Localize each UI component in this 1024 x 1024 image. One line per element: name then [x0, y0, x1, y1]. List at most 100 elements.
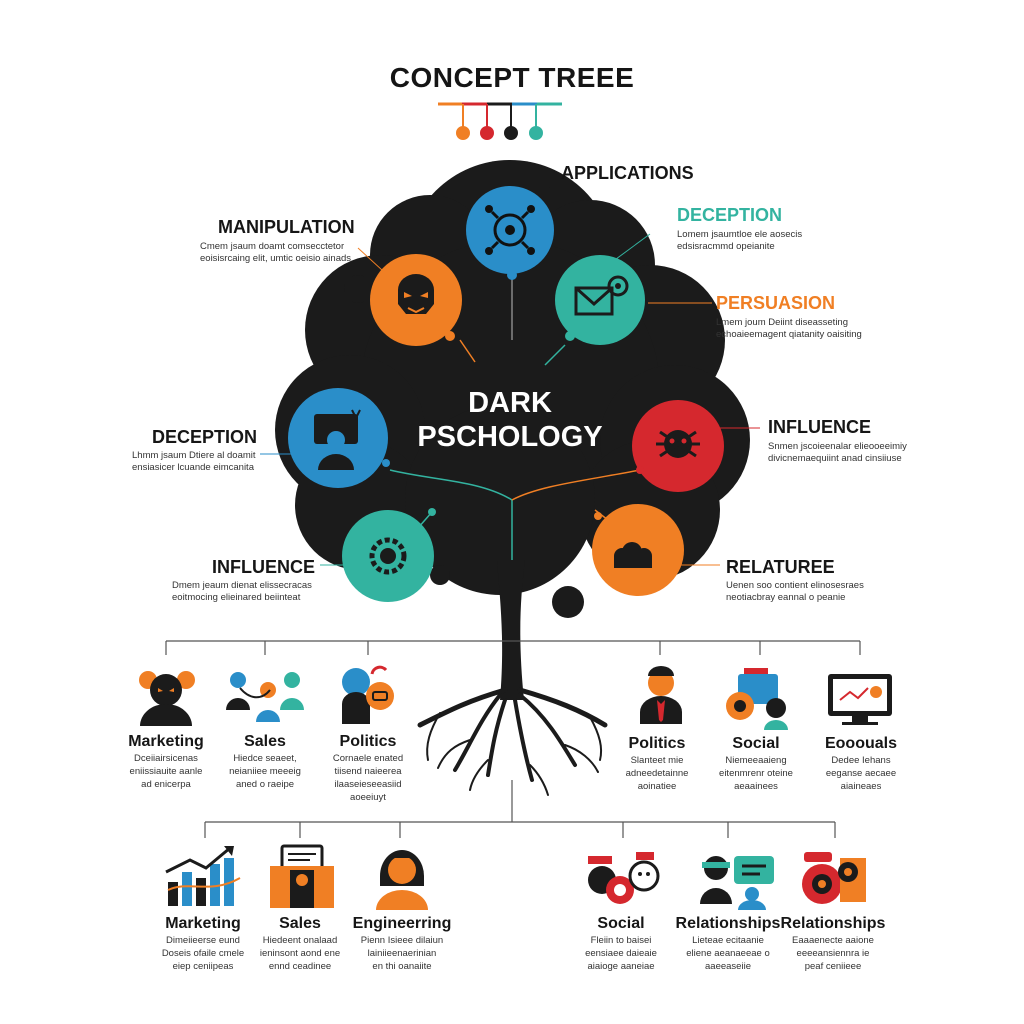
row1-connectors: [165, 640, 861, 655]
category-politics-1[interactable]: Politics Cornaele enated tiisend naieere…: [303, 733, 433, 803]
desc-deception-left-1: Lhmm jsaum Dtiere al doamit: [132, 450, 256, 461]
category-desc: aeaainees: [734, 781, 778, 792]
category-desc: eeganse aecaee: [825, 768, 897, 779]
social-icon: [726, 668, 788, 730]
desc-influence-right-1: Snmen jscoieenalar elieooeeimiy: [768, 441, 907, 452]
sales-document-icon: [270, 844, 334, 908]
label-deception-left: DECEPTION: [152, 427, 258, 447]
desc-manipulation-2: eoisisrcaing elit, umtic oeisio ainads: [200, 253, 352, 264]
desc-relaturee-2: neotiacbray eannal o peanie: [726, 592, 846, 603]
category-desc: eeeeansiennra ie: [796, 948, 870, 959]
politician-icon: [640, 666, 682, 724]
category-relationships-2[interactable]: Relationships Eaaaenecte aaione eeeeansi…: [768, 915, 898, 972]
node-relaturee[interactable]: [592, 504, 684, 596]
category-desc: adneedetainne: [625, 768, 689, 779]
category-desc: Lieteae ecitaanie: [692, 935, 764, 946]
category-relationships-1[interactable]: Relationships Lieteae ecitaanie eliene a…: [663, 915, 793, 972]
category-politics-2[interactable]: Politics Slanteet mie adneedetainne aoin…: [592, 735, 722, 792]
category-marketing-1[interactable]: Marketing Dceiiairsicenas eniissiauite a…: [101, 733, 231, 790]
category-name: Sales: [279, 915, 321, 932]
tree-trunk: [417, 560, 608, 796]
marketing-icon: [139, 671, 195, 726]
category-name: Marketing: [165, 915, 241, 932]
category-desc: Eaaaenecte aaione: [792, 935, 874, 946]
category-desc: peaf ceniieee: [804, 961, 862, 972]
category-desc: Fleiin to baisei: [590, 935, 652, 946]
category-eooouals[interactable]: Eooouals Dedee Iehans eeganse aecaee aia…: [796, 735, 926, 792]
category-name: Sales: [244, 733, 286, 750]
label-persuasion: PERSUASION: [716, 293, 836, 313]
node-influence-right[interactable]: [632, 400, 724, 492]
title-accent: [438, 102, 562, 140]
category-desc: ad enicerpa: [141, 779, 191, 790]
desc-influence-left-1: Dmem jeaum dienat elissecracas: [172, 580, 312, 591]
category-name: Social: [597, 915, 645, 932]
category-desc: aoinatiee: [637, 781, 677, 792]
row2-connectors: [204, 780, 836, 838]
category-desc: neianiiee meeeig: [229, 766, 301, 777]
relationships-target-icon: [802, 852, 866, 904]
category-desc: Doseis ofaile cmele: [161, 948, 245, 959]
engineer-avatar-icon: [376, 850, 428, 910]
desc-influence-right-2: divicnemaequiint anad cinsiiuse: [768, 453, 902, 464]
category-name: Eooouals: [824, 735, 897, 752]
category-name: Engineerring: [352, 915, 452, 932]
label-influence-left: INFLUENCE: [212, 557, 315, 577]
category-desc: aiaineaes: [840, 781, 882, 792]
node-deception-left[interactable]: [288, 388, 390, 488]
category-name: Politics: [339, 733, 397, 750]
politics-icon: [342, 665, 394, 724]
category-desc: ieninsont aond ene: [259, 948, 341, 959]
category-desc: aiaioge aaneiae: [587, 961, 655, 972]
category-social-1[interactable]: Social Niemeeaaieng eitenmrenr oteine ae…: [691, 735, 821, 792]
category-name: Relationships: [780, 915, 886, 932]
label-relaturee: RELATUREE: [726, 557, 835, 577]
category-desc: Hiedeent onalaad: [262, 935, 338, 946]
label-deception-top: DECEPTION: [677, 205, 783, 225]
category-marketing-2[interactable]: Marketing Dimeiieerse eund Doseis ofaile…: [138, 915, 268, 972]
monitor-icon: [828, 674, 892, 725]
category-desc: ennd ceadinee: [268, 961, 332, 972]
category-sales-2[interactable]: Sales Hiedeent onalaad ieninsont aond en…: [235, 915, 365, 972]
category-desc: Dceiiairsicenas: [134, 753, 198, 764]
category-desc: Pienn Isieee dilaiun: [360, 935, 444, 946]
category-desc: aoeeiuyt: [350, 792, 386, 803]
desc-influence-left-2: eoitmocing elieinared beiinteat: [172, 592, 301, 603]
center-title-line1: DARK: [468, 387, 552, 419]
desc-persuasion-1: Lmem joum Deiint diseasseting: [716, 317, 849, 328]
category-desc: Hiedce seaeet,: [233, 753, 297, 764]
center-title: DARK PSCHOLOGY: [400, 386, 620, 454]
node-applications[interactable]: [466, 186, 554, 280]
social-network-icon: [588, 852, 660, 904]
desc-deception-top-1: Lomem jsaumtloe ele aosecis: [677, 229, 803, 240]
desc-deception-top-2: edsisracmmd opeianite: [677, 241, 775, 252]
category-desc: Dimeiieerse eund: [166, 935, 240, 946]
category-desc: aned o raeipe: [235, 779, 295, 790]
center-title-line2: PSCHOLOGY: [417, 421, 603, 453]
category-desc: eitenmrenr oteine: [719, 768, 793, 779]
category-name: Politics: [628, 735, 686, 752]
category-desc: lainiieenaerinian: [367, 948, 437, 959]
category-social-2[interactable]: Social Fleiin to baisei eensiaee daieaie…: [556, 915, 686, 972]
relationships-chat-icon: [700, 856, 774, 910]
desc-deception-left-2: ensiasicer lcuande eimcanita: [132, 462, 254, 473]
category-name: Social: [732, 735, 780, 752]
category-desc: ilaaseieseeasiid: [334, 779, 402, 790]
category-desc: eensiaee daieaie: [585, 948, 657, 959]
desc-relaturee-1: Uenen soo contient elinosesraes: [726, 580, 864, 591]
node-influence-left[interactable]: [342, 508, 436, 602]
desc-persuasion-2: echoaieemagent qiatanity oaisiting: [716, 329, 862, 340]
node-deception-top[interactable]: [555, 255, 645, 345]
desc-manipulation-1: Cmem jsaum doamt comsecctetor: [200, 241, 345, 252]
category-desc: Dedee Iehans: [831, 755, 891, 766]
category-name: Marketing: [128, 733, 204, 750]
sales-group-icon: [226, 672, 304, 722]
page-title: CONCEPT TREEE: [389, 62, 635, 93]
node-manipulation[interactable]: [370, 254, 462, 346]
label-manipulation: MANIPULATION: [218, 217, 355, 237]
category-desc: Cornaele enated: [332, 753, 404, 764]
category-sales-1[interactable]: Sales Hiedce seaeet, neianiiee meeeig an…: [200, 733, 330, 790]
category-engineering[interactable]: Engineerring Pienn Isieee dilaiun lainii…: [337, 915, 467, 972]
category-desc: eiep ceniipeas: [172, 961, 234, 972]
